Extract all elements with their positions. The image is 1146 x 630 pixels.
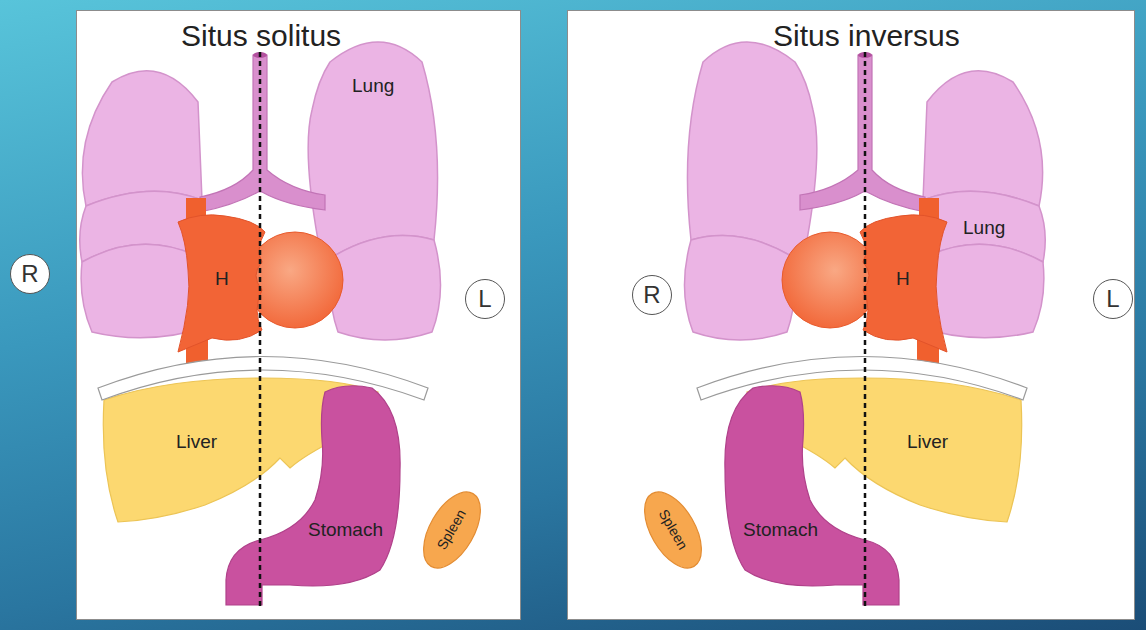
side-letter: L (1106, 287, 1119, 311)
organ-name: Lung (963, 218, 1005, 239)
organ-name: Stomach (308, 520, 383, 541)
organ-name: H (896, 269, 910, 290)
side-letter: R (21, 262, 38, 286)
side-marker: L (1093, 279, 1133, 319)
panel-ground (567, 10, 1135, 620)
mirrored-organ-set (633, 42, 1045, 606)
organ-set (80, 42, 492, 606)
organ-name: Liver (907, 432, 948, 453)
lung-lobe (308, 42, 437, 256)
organ-name: H (215, 269, 229, 290)
spleen (412, 483, 492, 578)
organ-name: Liver (176, 432, 217, 453)
trachea (200, 55, 325, 212)
organ-name: Stomach (743, 520, 818, 541)
stomach (226, 386, 400, 605)
situs-panel: Situs solitusL (76, 10, 521, 620)
organ-name: Spleen (655, 507, 690, 552)
side-marker: L (465, 279, 505, 319)
situs-panel: Situs inversusR L (567, 10, 1135, 620)
organ-name: Spleen (434, 507, 469, 552)
side-marker: R (632, 275, 672, 315)
side-letter: R (643, 283, 660, 307)
heart-ventricle (247, 232, 343, 328)
side-marker: R (10, 254, 50, 294)
organ-name: Lung (352, 76, 394, 97)
lung-lobe (330, 236, 440, 340)
side-letter: L (478, 287, 491, 311)
panel-title: Situs inversus (773, 19, 960, 54)
panel-ground (76, 10, 521, 620)
midline (259, 52, 262, 606)
lung-lobe (82, 71, 202, 206)
heart-atrium (178, 215, 265, 352)
panel-title: Situs solitus (181, 19, 341, 54)
